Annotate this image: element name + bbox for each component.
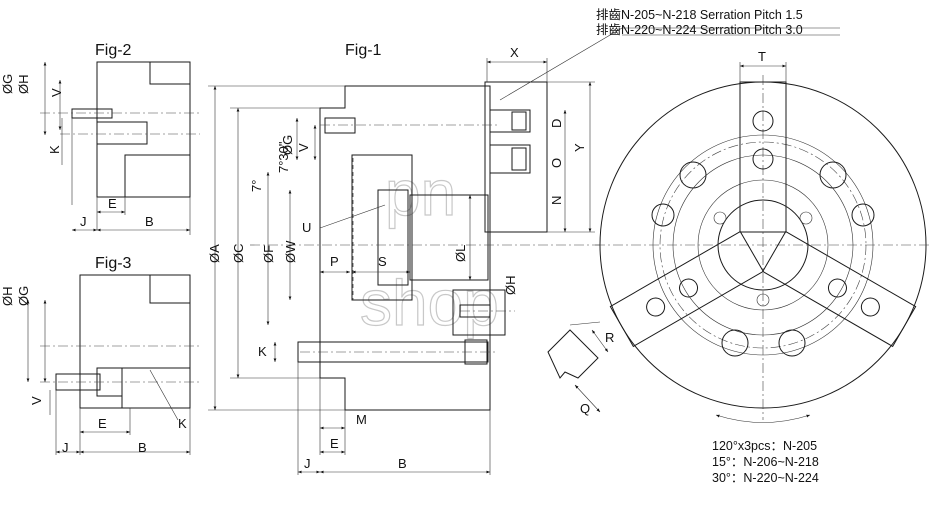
dim-t: T <box>758 49 766 64</box>
fig1-dim-m: M <box>356 412 367 427</box>
fig1-dim-l: ØL <box>453 245 468 262</box>
fig3-dim-j: J <box>62 440 69 455</box>
fig2-body <box>96 61 191 198</box>
jaw-right <box>762 230 917 348</box>
fig2-dim-k: K <box>47 145 62 154</box>
fig1-drawing: Fig-1 <box>207 27 840 475</box>
fig3-dim-e: E <box>98 416 107 431</box>
bolt-hole <box>679 161 707 189</box>
fig2-step <box>124 154 191 198</box>
fig1-dim-x: X <box>510 45 519 60</box>
fig3-dim-b: B <box>138 440 147 455</box>
fig1-dim-y: Y <box>572 143 587 152</box>
angle-note-1: 120°x3pcs：N-205 <box>712 439 817 453</box>
fig3-drawing: Fig-3 ØH ØG V E J B K <box>0 255 200 455</box>
fig3-dim-k: K <box>178 416 187 431</box>
fig1-top-jaw <box>484 81 548 233</box>
fig2-slot <box>149 61 191 85</box>
fig2-dim-j: J <box>80 214 87 229</box>
fig1-dim-f: ØF <box>261 245 276 263</box>
fig1-dim-angle2: 7°30" <box>276 141 291 173</box>
fig1-dim-v: V <box>296 143 311 152</box>
jaw-top <box>739 81 787 233</box>
fig3-dim-v: V <box>29 396 44 405</box>
angle-note-2: 15°：N-206~N-218 <box>712 455 819 469</box>
fig2-dim-e: E <box>108 196 117 211</box>
serration-note-2: 排齒N-220~N-224 Serration Pitch 3.0 <box>596 23 803 37</box>
fig3-step <box>121 367 191 409</box>
fig1-dim-s: S <box>378 254 387 269</box>
fig1-dim-c: ØC <box>231 244 246 264</box>
front-view: T <box>595 49 932 423</box>
fig1-dim-b: B <box>398 456 407 471</box>
angle-note-3: 30°：N-220~N-224 <box>712 471 819 485</box>
watermark-pn: pn <box>385 157 456 229</box>
fig1-bore <box>351 154 413 301</box>
fig1-dim-angle: 7° <box>249 180 264 192</box>
fig1-dim-n: N <box>549 196 564 205</box>
fig1-dim-w: ØW <box>283 240 298 263</box>
fig1-dim-j: J <box>304 456 311 471</box>
fig1-title: Fig-1 <box>345 42 382 59</box>
fig1-dim-o: O <box>549 158 564 168</box>
serration-note-1: 排齒N-205~N-218 Serration Pitch 1.5 <box>596 8 803 22</box>
fig1-dim-k: K <box>258 344 267 359</box>
fig3-title: Fig-3 <box>95 255 132 272</box>
fig1-dim-d: D <box>549 119 564 128</box>
fig3-slot <box>149 274 191 304</box>
fig2-dim-g: ØG <box>0 74 15 94</box>
watermark: pn shop <box>359 156 499 339</box>
fig2-pin <box>71 108 113 119</box>
fig3-dim-h: ØH <box>0 287 15 307</box>
fig1-dim-u: U <box>302 220 311 235</box>
fig2-jaw <box>96 121 148 145</box>
fig1-dim-h: ØH <box>503 276 518 296</box>
fig1-dim-p: P <box>330 254 339 269</box>
watermark-shop: shop <box>360 267 499 339</box>
fig2-dim-h: ØH <box>16 75 31 95</box>
jaw-detail: R Q <box>547 321 614 416</box>
fig1-dim-a: ØA <box>207 244 222 263</box>
fig2-dim-b: B <box>145 214 154 229</box>
dim-q: Q <box>580 401 590 416</box>
fig3-dim-g: ØG <box>16 286 31 306</box>
fig2-dim-v: V <box>49 88 64 97</box>
dim-r: R <box>605 330 614 345</box>
jaw-left <box>609 230 764 348</box>
fig2-title: Fig-2 <box>95 42 132 59</box>
fig1-dim-e: E <box>330 436 339 451</box>
fig2-drawing: Fig-2 ØG ØH V K E J B <box>0 42 200 235</box>
fig1-dim-g: ØG <box>280 135 295 155</box>
